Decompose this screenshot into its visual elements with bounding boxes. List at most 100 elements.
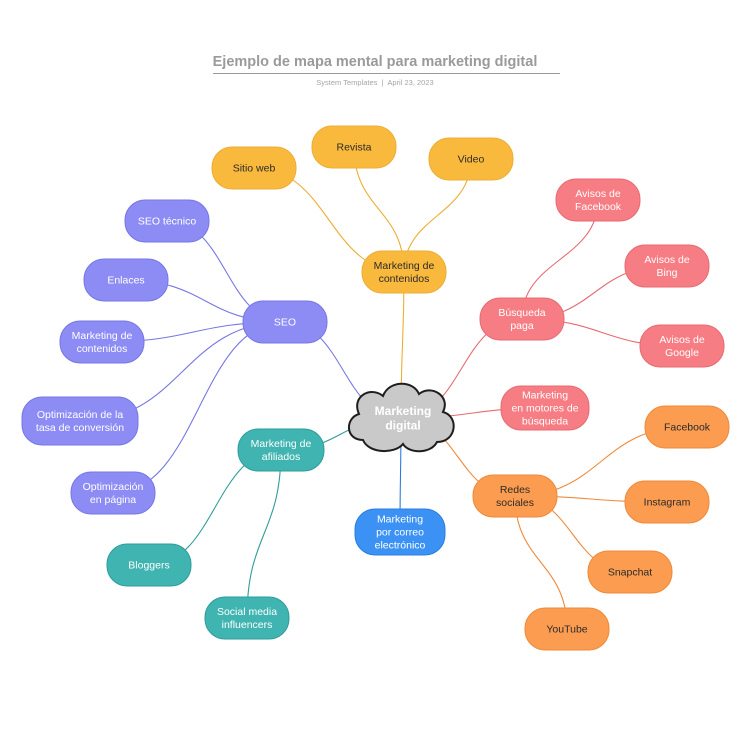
node-marketing-de-afiliados-social-media-influencers-label-line: Social media — [217, 606, 277, 618]
branch-marketing-en-motores-de-busqueda-label-line: Marketing — [522, 390, 568, 402]
node-redes-sociales-youtube[interactable]: YouTube — [524, 607, 610, 651]
node-seo-marketing-de-contenidos-label-line: Marketing de — [72, 330, 133, 342]
node-marketing-de-contenidos-sitio-web[interactable]: Sitio web — [211, 146, 297, 190]
node-seo-seo-tecnico-label-line: SEO técnico — [138, 216, 197, 228]
node-redes-sociales-facebook[interactable]: Facebook — [644, 405, 730, 449]
node-marketing-de-contenidos-sitio-web-shape — [211, 146, 297, 190]
branch-marketing-de-afiliados-label-line: Marketing de — [251, 438, 312, 450]
node-redes-sociales-facebook-label-line: Facebook — [664, 422, 711, 434]
node-seo-optimizacion-de-la-tasa-de-conversion-shape — [21, 396, 139, 446]
edge-marketing-de-afiliados-social-media-influencers — [246, 449, 282, 619]
branch-seo[interactable]: SEO — [242, 300, 328, 344]
node-seo-marketing-de-contenidos-label-line: contenidos — [77, 343, 128, 355]
node-marketing-de-contenidos-video[interactable]: Video — [428, 137, 514, 181]
node-marketing-de-afiliados-social-media-influencers-shape — [204, 596, 290, 640]
branch-seo-shape — [242, 300, 328, 344]
node-redes-sociales-snapchat[interactable]: Snapchat — [587, 550, 673, 594]
central-node-label-line: digital — [385, 418, 420, 432]
node-redes-sociales-instagram-label-line: Instagram — [644, 497, 691, 509]
central-node-label-line: Marketing — [375, 404, 432, 418]
node-seo-seo-tecnico-shape — [124, 199, 210, 243]
branch-busqueda-paga-label-line: paga — [510, 320, 534, 332]
node-redes-sociales-instagram-shape — [624, 480, 710, 524]
branch-marketing-en-motores-de-busqueda-label-line: en motores de — [511, 403, 578, 415]
branch-redes-sociales-label-line: Redes — [500, 484, 530, 496]
node-marketing-de-contenidos-sitio-web-label-line: Sitio web — [233, 163, 276, 175]
branch-marketing-por-correo-electronico-shape — [354, 508, 446, 556]
branch-marketing-en-motores-de-busqueda-label-line: búsqueda — [522, 416, 568, 428]
branch-marketing-en-motores-de-busqueda-shape — [500, 385, 590, 431]
node-seo-enlaces[interactable]: Enlaces — [83, 258, 169, 302]
subtitle-separator: | — [381, 78, 384, 87]
branch-marketing-de-afiliados-shape — [237, 428, 325, 472]
title-underline — [213, 73, 560, 74]
node-redes-sociales-instagram[interactable]: Instagram — [624, 480, 710, 524]
node-seo-optimizacion-de-la-tasa-de-conversion-label-line: tasa de conversión — [36, 422, 124, 434]
node-seo-seo-tecnico-label: SEO técnico — [138, 216, 197, 228]
node-marketing-de-contenidos-revista-shape — [311, 125, 397, 169]
node-marketing-de-afiliados-bloggers-label-line: Bloggers — [128, 560, 169, 572]
node-marketing-de-contenidos-video-shape — [428, 137, 514, 181]
node-marketing-de-contenidos-video-label: Video — [458, 154, 485, 166]
node-seo-enlaces-label-line: Enlaces — [107, 275, 144, 287]
node-marketing-de-afiliados-bloggers-shape — [106, 543, 192, 587]
node-marketing-de-afiliados-bloggers[interactable]: Bloggers — [106, 543, 192, 587]
node-busqueda-paga-avisos-de-facebook-label-line: Facebook — [575, 201, 622, 213]
node-redes-sociales-instagram-label: Instagram — [644, 497, 691, 509]
node-redes-sociales-facebook-label: Facebook — [664, 422, 711, 434]
node-redes-sociales-youtube-shape — [524, 607, 610, 651]
node-busqueda-paga-avisos-de-google-label-line: Avisos de — [659, 334, 704, 346]
node-redes-sociales-snapchat-shape — [587, 550, 673, 594]
node-seo-optimizacion-en-pagina-shape — [70, 471, 156, 515]
node-redes-sociales-snapchat-label: Snapchat — [608, 567, 652, 579]
branch-busqueda-paga-shape — [479, 297, 565, 341]
node-busqueda-paga-avisos-de-facebook-shape — [555, 178, 641, 222]
node-marketing-de-contenidos-revista[interactable]: Revista — [311, 125, 397, 169]
template-source: System Templates — [316, 78, 378, 87]
node-seo-optimizacion-de-la-tasa-de-conversion-label-line: Optimización de la — [37, 409, 124, 421]
branch-marketing-por-correo-electronico-label-line: electrónico — [375, 540, 426, 552]
node-busqueda-paga-avisos-de-bing-label-line: Bing — [656, 267, 677, 279]
node-busqueda-paga-avisos-de-facebook-label-line: Avisos de — [575, 188, 620, 200]
node-busqueda-paga-avisos-de-google-label-line: Google — [665, 347, 699, 359]
node-seo-seo-tecnico[interactable]: SEO técnico — [124, 199, 210, 243]
node-seo-optimizacion-en-pagina-label-line: Optimización — [83, 481, 144, 493]
template-date: April 23, 2023 — [387, 78, 434, 87]
branch-busqueda-paga-label-line: Búsqueda — [498, 307, 545, 319]
node-busqueda-paga-avisos-de-bing-shape — [624, 244, 710, 288]
node-busqueda-paga-avisos-de-google-shape — [639, 324, 725, 368]
node-marketing-de-afiliados-social-media-influencers-label-line: influencers — [222, 619, 273, 631]
node-marketing-de-contenidos-revista-label-line: Revista — [336, 142, 371, 154]
central-node-shape — [348, 382, 455, 453]
node-seo-optimizacion-en-pagina-label-line: en página — [90, 494, 136, 506]
branch-redes-sociales-shape — [472, 474, 558, 518]
branch-marketing-de-contenidos-shape — [361, 250, 447, 294]
node-redes-sociales-snapchat-label-line: Snapchat — [608, 567, 652, 579]
node-marketing-de-contenidos-video-label-line: Video — [458, 154, 485, 166]
